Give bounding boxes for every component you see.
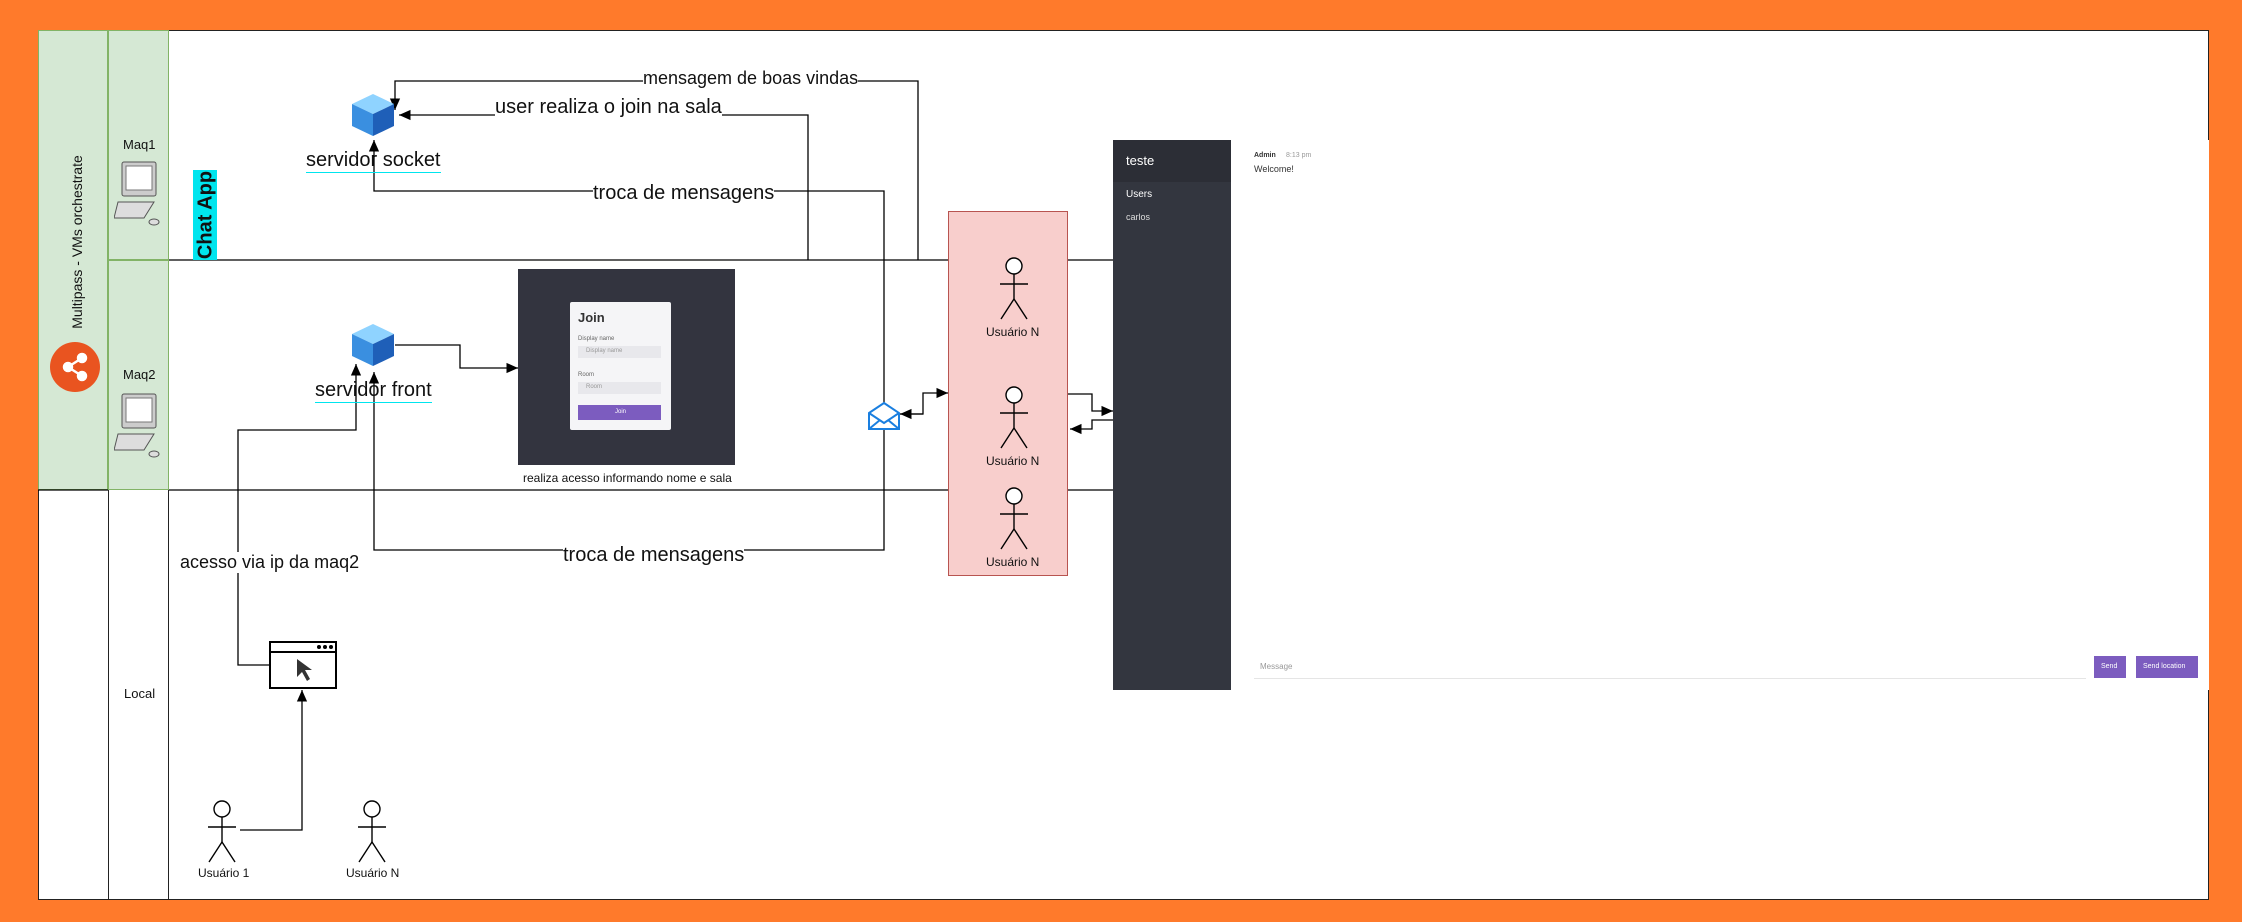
server-cube-icon (350, 92, 396, 143)
chat-input-placeholder: Message (1260, 662, 1293, 671)
join-title: Join (578, 310, 605, 325)
chat-message-time: 8:13 pm (1286, 152, 1312, 159)
envelope-icon (867, 401, 901, 436)
join-button-label: Join (615, 409, 627, 415)
server-cube-icon (350, 322, 396, 373)
join-room-placeholder: Room (586, 384, 603, 390)
chat-send-label: Send (2101, 663, 2118, 670)
join-name-label: Display name (578, 336, 615, 342)
person-icon (998, 386, 1030, 455)
edge-label-welcome: mensagem de boas vindas (643, 68, 859, 89)
chat-room-name: teste (1126, 153, 1155, 168)
chat-message-text: Welcome! (1254, 164, 1294, 174)
join-room-label: Room (578, 372, 595, 378)
person-icon (206, 800, 238, 869)
chat-room-header (1113, 140, 1231, 182)
edge-label-msgs-bottom: troca de mensagens (563, 544, 745, 567)
chat-send-button[interactable] (2094, 656, 2126, 678)
lane-local (108, 490, 169, 900)
multipass-logo (50, 342, 100, 392)
chat-send-location-label: Send location (2143, 663, 2186, 670)
user-group-label: Usuário N (986, 555, 1040, 569)
local-user-label: Usuário 1 (198, 866, 250, 880)
node-servidor-front: servidor front (315, 379, 432, 403)
person-icon (998, 257, 1030, 326)
chat-main-panel: Admin 8:13 pm Welcome! Message Send Send… (1248, 140, 2209, 690)
lane-maq2-label: Maq2 (123, 367, 156, 382)
join-card: Join Display name Display name Room Room… (570, 302, 671, 430)
local-user-label: Usuário N (346, 866, 400, 880)
edge-label-access: acesso via ip da maq2 (180, 552, 360, 573)
lane-local-label: Local (124, 686, 156, 701)
chat-users-heading: Users (1126, 189, 1153, 200)
chat-user-item: carlos (1126, 212, 1151, 222)
join-name-placeholder: Display name (586, 348, 623, 354)
join-screen-mockup: Join Display name Display name Room Room… (518, 269, 735, 465)
lane-maq1-label: Maq1 (123, 137, 156, 152)
browser-window-icon (269, 641, 337, 694)
chat-app-label: Chat App (194, 170, 217, 260)
join-name-field[interactable] (578, 346, 661, 358)
user-group-label: Usuário N (986, 454, 1040, 468)
chat-send-location-button[interactable] (2136, 656, 2198, 678)
chat-message-input[interactable] (1254, 656, 2086, 679)
person-icon (356, 800, 388, 869)
edge-label-msgs-top: troca de mensagens (593, 182, 775, 205)
computer-icon (113, 392, 162, 463)
chat-sidebar: teste Users carlos (1113, 140, 1231, 690)
chat-message-author: Admin (1254, 152, 1276, 159)
lane-maq2 (108, 260, 169, 490)
node-servidor-socket: servidor socket (306, 149, 441, 173)
join-screen-caption: realiza acesso informando nome e sala (523, 471, 732, 485)
person-icon (998, 487, 1030, 556)
edge-label-join: user realiza o join na sala (495, 96, 722, 119)
chat-app-pool-highlight (193, 170, 217, 260)
join-room-field[interactable] (578, 382, 661, 394)
orchestrator-band (38, 30, 108, 490)
user-group-label: Usuário N (986, 325, 1040, 339)
join-button[interactable] (578, 405, 661, 420)
computer-icon (113, 160, 162, 231)
